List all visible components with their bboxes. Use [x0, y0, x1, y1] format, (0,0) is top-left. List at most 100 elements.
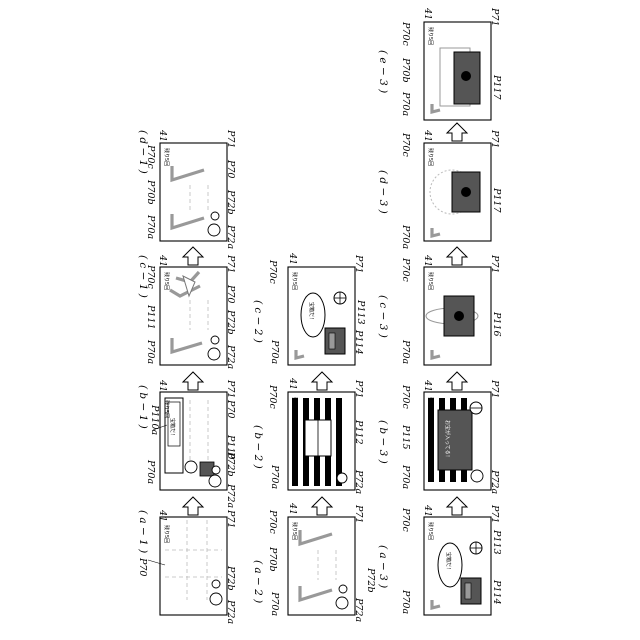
ref-label: P111	[145, 304, 156, 330]
ref-label: P70c	[400, 384, 411, 409]
panel-b3: お宝が入ってる！ 残り5回 ( b − 3 ) 41 P70c P71 P115…	[377, 379, 500, 494]
panel-caption: ( b − 3 )	[377, 420, 389, 464]
transition-arrow	[183, 497, 203, 515]
ref-label: P71	[225, 379, 236, 398]
ref-label: P70b	[400, 57, 411, 83]
treasure-icon	[454, 311, 464, 321]
remaining-count: 残り5回	[427, 522, 434, 540]
ref-label: P70	[137, 557, 148, 576]
ref-label: P71	[489, 379, 500, 398]
hold-icon	[212, 466, 220, 474]
ref-label: P72b	[365, 567, 376, 593]
remaining-count: 残り5回	[163, 400, 170, 418]
panel-caption: ( a − 2 )	[252, 560, 264, 603]
ref-label: 41	[422, 254, 433, 267]
balloon-text: 宝箱だ！	[445, 552, 452, 572]
hold-icon	[211, 336, 219, 344]
transition-arrow	[447, 497, 467, 515]
remaining-count: 残り5回	[427, 397, 434, 415]
panel-caption: ( e − 3 )	[377, 50, 389, 93]
ref-label: P70b	[267, 546, 278, 572]
transition-arrow	[447, 372, 467, 390]
ref-label: P71	[489, 254, 500, 273]
ref-label: P70c	[400, 507, 411, 532]
ref-label: P72b	[225, 451, 236, 477]
panel-e3: 残り5回 ( e − 3 ) 41 P70c P70b P70a P71 P11…	[377, 7, 502, 120]
treasure-icon	[461, 187, 471, 197]
panel-c2: 宝箱だ！ 残り5回 ( c − 2 ) 41 P70c P71 P113 P11…	[252, 252, 366, 365]
ref-label: P72a	[225, 224, 236, 249]
ref-label: P70b	[145, 179, 156, 205]
hold-icon	[471, 470, 483, 482]
ref-label: P70a	[145, 214, 156, 239]
panel-caption: ( c − 2 )	[252, 300, 264, 343]
ref-label: 41	[287, 377, 298, 390]
ref-label: P70c	[400, 21, 411, 46]
ref-label: 41	[422, 129, 433, 142]
ref-label: P70a	[145, 339, 156, 364]
remaining-count: 残り5回	[427, 27, 434, 45]
balloon-text: 宝箱だ！	[308, 302, 315, 322]
ref-label: P70a	[400, 589, 411, 614]
ref-label: P70a	[269, 464, 280, 489]
ref-label: P113	[491, 529, 502, 555]
panel-caption: ( a − 1 )	[137, 510, 149, 553]
ref-label: P70c	[267, 384, 278, 409]
ref-label: P70	[225, 399, 236, 418]
ref-label: P70a	[269, 591, 280, 616]
ref-label: P72a	[489, 469, 500, 494]
ref-label: P70a	[400, 464, 411, 489]
hold-icon	[336, 597, 348, 609]
ref-label: 41	[157, 254, 168, 267]
remaining-count: 残り5回	[163, 525, 170, 543]
hold-icon	[212, 580, 220, 588]
ref-label: P114	[353, 329, 364, 355]
ref-label: P117	[491, 74, 502, 100]
hold-icon	[209, 475, 221, 487]
ref-label: 41	[287, 252, 298, 265]
panel-caption: ( d − 3 )	[377, 170, 389, 214]
ref-label: P71	[353, 254, 364, 273]
panel-d1: 残り5回 ( d − 1 ) 41 P70c P70b P70a P71 P70…	[137, 129, 236, 249]
ref-label: P70	[225, 284, 236, 303]
remaining-count: 残り5回	[163, 148, 170, 166]
treasure-icon	[461, 71, 471, 81]
transition-arrow	[183, 247, 203, 265]
transition-arrow	[447, 123, 467, 141]
ref-label: P70a	[145, 459, 156, 484]
hold-icon	[210, 593, 222, 605]
ref-label: P70c	[267, 259, 278, 284]
ref-label: P71	[489, 7, 500, 26]
ref-label: P116	[491, 311, 502, 337]
ref-label: P117	[491, 187, 502, 213]
transition-arrow	[312, 372, 332, 390]
remaining-count: 残り5回	[291, 397, 298, 415]
hold-icon	[208, 348, 220, 360]
ref-label: 41	[422, 504, 433, 517]
ref-label: P71	[225, 254, 236, 273]
ref-label: P72b	[225, 565, 236, 591]
ref-label: P71	[225, 509, 236, 528]
ref-label: P72b	[225, 309, 236, 335]
ref-label: P70c	[400, 257, 411, 282]
ref-label: 41	[157, 509, 168, 522]
ref-label: P115	[400, 424, 411, 450]
ref-label: 41	[422, 379, 433, 392]
banner-text: お宝が入ってる！	[444, 420, 451, 460]
ref-label: P71	[353, 504, 364, 523]
panel-c1: 残り5回 ( c − 1 ) 41 P70c P71 P111 P70 P70a…	[137, 254, 236, 369]
remaining-count: 残り5回	[291, 272, 298, 290]
panel-caption: ( b − 1 )	[137, 385, 149, 429]
banner-text: 宝箱だ！	[169, 418, 176, 438]
ref-label: P71	[225, 129, 236, 148]
panel-caption: ( a − 3 )	[377, 545, 389, 588]
remaining-count: 残り5回	[163, 272, 170, 290]
ref-label: 41	[157, 129, 168, 142]
ref-label: P70c	[145, 144, 156, 169]
ref-label: P71	[353, 379, 364, 398]
hold-icon	[337, 473, 347, 483]
ref-label: P70c	[145, 264, 156, 289]
panel-c3: 残り5回 ( c − 3 ) 41 P70c P71 P116 P70a	[377, 254, 502, 365]
ref-label: P72a	[225, 344, 236, 369]
